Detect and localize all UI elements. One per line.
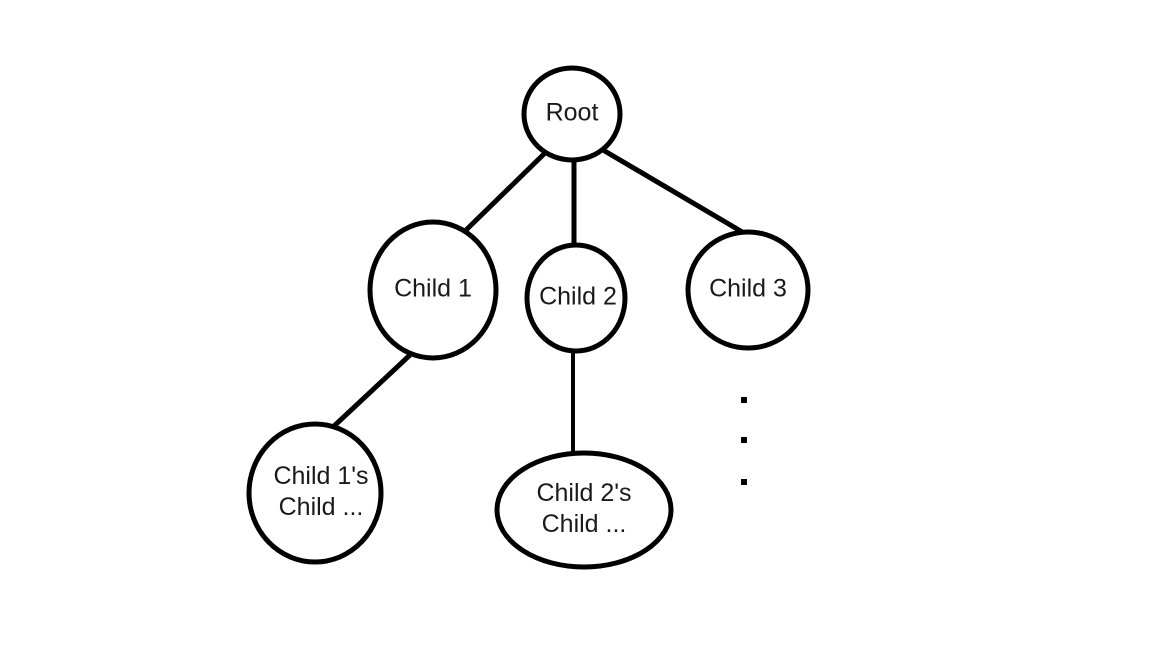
node-label-child1s-child: Child 1's	[273, 462, 368, 490]
ellipsis-dot-2	[741, 437, 747, 443]
node-shape-child3	[685, 229, 811, 351]
node-label-child2s-child: Child 2's	[536, 479, 631, 507]
node-child2[interactable]: Child 2	[524, 242, 628, 354]
node-shape-child2	[524, 242, 628, 354]
ellipsis-dot-3	[741, 479, 747, 485]
node-child2s-child[interactable]: Child 2'sChild ...	[494, 450, 674, 570]
node-label-root: Root	[546, 99, 599, 127]
node-shape-child2s-child	[494, 450, 674, 570]
edge-child1-child1s-child	[331, 353, 412, 429]
node-label-child1: Child 1	[394, 275, 472, 303]
node-label-child2s-child: Child ...	[542, 510, 627, 538]
node-root[interactable]: Root	[521, 65, 623, 163]
edges-group	[331, 147, 746, 453]
node-child1[interactable]: Child 1	[367, 219, 499, 361]
node-shape-child1	[367, 219, 499, 361]
node-shape-child1s-child	[246, 421, 384, 565]
node-child3[interactable]: Child 3	[685, 229, 811, 351]
node-shape-root	[521, 65, 623, 163]
node-child1s-child[interactable]: Child 1'sChild ...	[246, 421, 384, 565]
vertical-ellipsis	[741, 397, 747, 485]
ellipsis-dot-1	[741, 397, 747, 403]
node-label-child3: Child 3	[709, 275, 787, 303]
edge-root-child1	[462, 150, 548, 234]
node-label-child2: Child 2	[539, 283, 617, 311]
edge-root-child3	[601, 147, 746, 236]
node-label-child1s-child: Child ...	[279, 493, 364, 521]
